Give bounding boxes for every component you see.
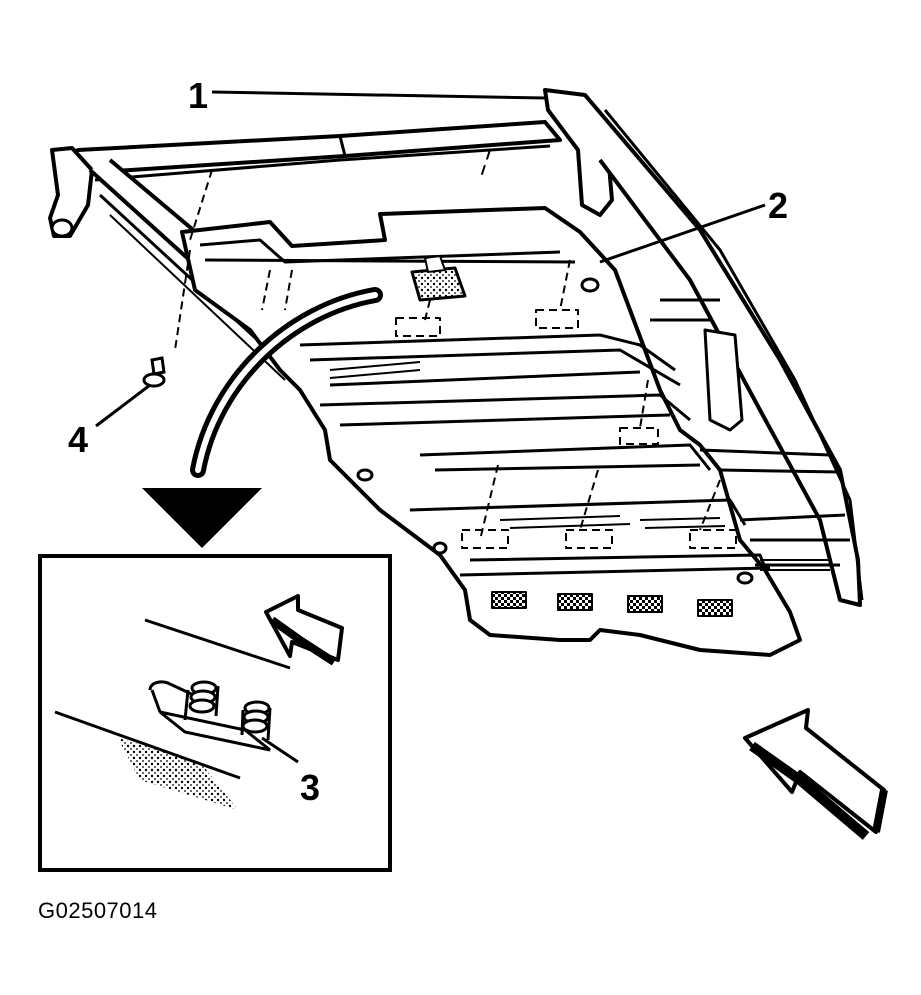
leader-1 — [211, 90, 546, 100]
retainer-clip — [148, 680, 272, 752]
leader-4 — [95, 383, 151, 428]
leader-lines — [95, 90, 766, 764]
screw — [142, 356, 166, 388]
view-direction-arrow — [743, 708, 888, 840]
figure-id: G02507014 — [38, 898, 158, 923]
inset-direction-arrow — [264, 594, 344, 666]
detail-inset — [38, 554, 392, 872]
headliner-panel — [174, 169, 850, 657]
callout-4: 4 — [68, 419, 88, 460]
leader-2 — [599, 203, 766, 264]
leader-3 — [261, 736, 299, 764]
callout-1: 1 — [188, 75, 208, 116]
detail-pointer-arrow — [142, 287, 383, 548]
callout-3: 3 — [300, 767, 320, 808]
callout-2: 2 — [768, 185, 788, 226]
